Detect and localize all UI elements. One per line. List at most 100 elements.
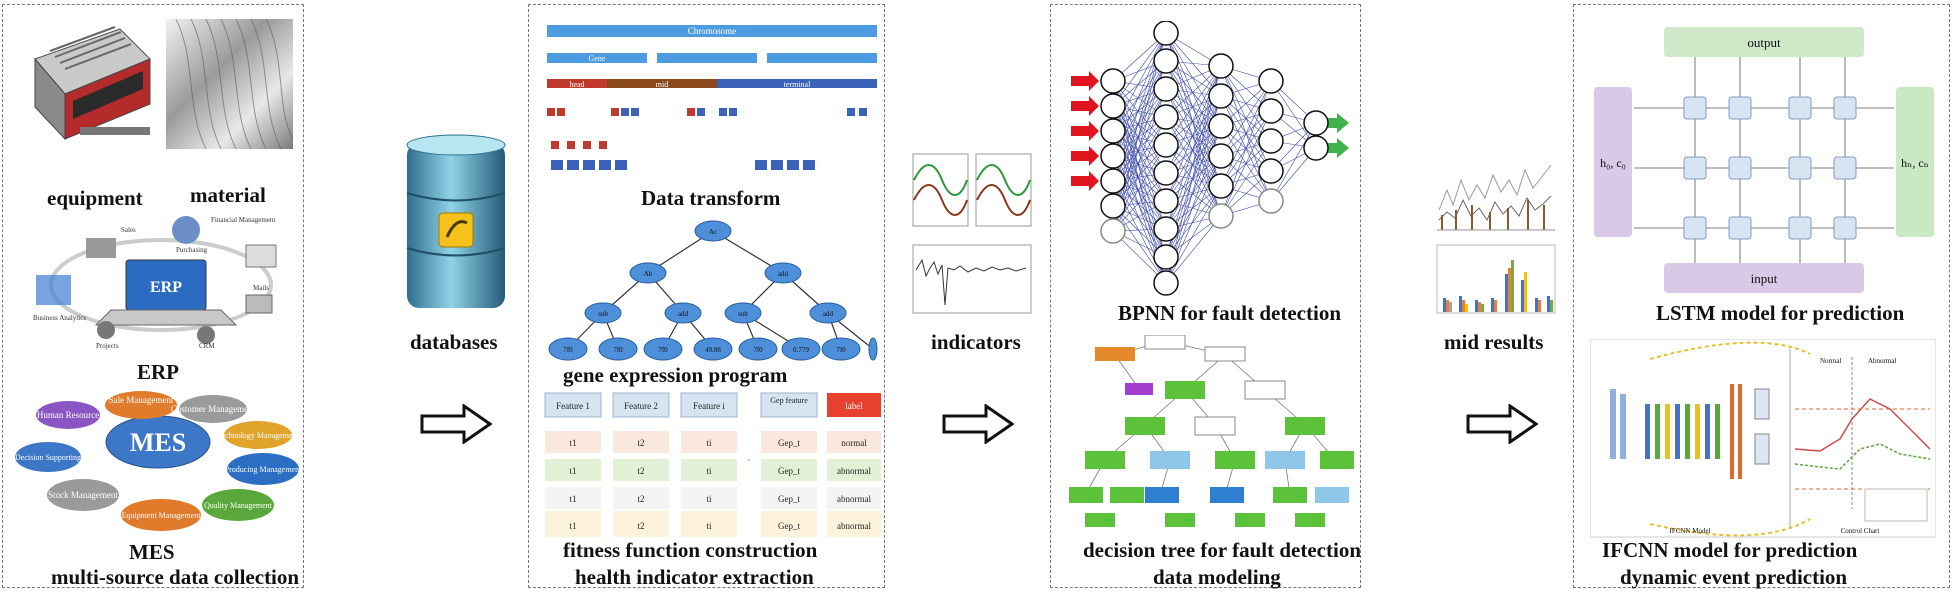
bpnn-edge xyxy=(1165,116,1222,187)
bpnn-node xyxy=(1100,218,1126,244)
mes-item-decision: Decision Supporting xyxy=(15,453,81,462)
flow-arrow-3 xyxy=(1466,404,1538,444)
tree-leaf-1: 7f0 xyxy=(613,346,623,354)
database-icon xyxy=(406,134,506,308)
lstm-hncn-text: hₙ, cₙ xyxy=(1901,156,1929,170)
chromosome-diagram: Chromosome Gene head mid terminal xyxy=(547,25,877,170)
tree-leaf-2: 7f0 xyxy=(658,346,668,354)
bpnn-edge xyxy=(1220,80,1272,157)
row-1-c2: ti xyxy=(706,466,712,476)
panel-data-collection: equipment material ERP Purchasing Financ… xyxy=(2,4,304,589)
bpnn-edge xyxy=(1165,185,1222,284)
panel1-caption: multi-source data collection xyxy=(51,565,300,589)
bpnn-edge xyxy=(1165,125,1222,202)
bpnn-node xyxy=(1208,173,1234,199)
panel-event-prediction: output input h₀, c₀ hₙ, cₙ LSTM model fo… xyxy=(1573,4,1950,589)
indicators-label: indicators xyxy=(931,330,1021,354)
erp-label: ERP xyxy=(137,360,179,384)
lstm-cell xyxy=(1788,216,1812,240)
row-1-c1: t2 xyxy=(637,466,644,476)
table-dots-col: · xyxy=(748,455,751,465)
head-text: head xyxy=(569,80,584,89)
lstm-h0c0-text: h₀, c₀ xyxy=(1600,156,1626,170)
chromosome-text: Chromosome xyxy=(688,26,737,36)
bpnn-edge xyxy=(1112,88,1167,157)
lstm-label: LSTM model for prediction xyxy=(1656,301,1905,325)
row-0-c1: t2 xyxy=(637,438,644,448)
bpnn-node xyxy=(1208,83,1234,109)
equipment-image xyxy=(34,26,151,141)
row-2-c1: t2 xyxy=(637,494,644,504)
row-0-c0: t1 xyxy=(569,438,576,448)
erp-item-purchasing: Purchasing xyxy=(176,246,208,254)
tree-leaf-4: 7f0 xyxy=(753,346,763,354)
ifcnn-diagram: Normal Abnormal IFCNN Model Control Char… xyxy=(1590,339,1936,538)
erp-center-text: ERP xyxy=(150,279,182,296)
bpnn-edge xyxy=(1165,60,1222,127)
bpnn-edge xyxy=(1112,105,1167,174)
bpnn-node xyxy=(1153,21,1179,46)
bpnn-node xyxy=(1303,110,1329,136)
bpnn-network xyxy=(1071,21,1349,296)
gene-text: Gene xyxy=(589,54,606,63)
bpnn-edge xyxy=(1165,95,1222,202)
bpnn-edge xyxy=(1112,172,1167,232)
lstm-cell xyxy=(1788,96,1812,120)
bpnn-node xyxy=(1153,216,1179,242)
lstm-cell xyxy=(1728,156,1752,180)
bpnn-edge xyxy=(1112,88,1167,182)
bpnn-node xyxy=(1100,68,1126,94)
bpnn-edge xyxy=(1112,80,1167,174)
bpnn-edge xyxy=(1165,116,1222,217)
table-header-2: Feature i xyxy=(693,401,725,411)
tree-node-l2-2: sub xyxy=(738,310,748,318)
bpnn-edge xyxy=(1220,80,1272,187)
bpnn-edge xyxy=(1165,155,1222,258)
mes-item-technology: Technology Management xyxy=(217,431,299,440)
panel2-caption: health indicator extraction xyxy=(575,565,814,589)
row-2-c4: abnormal xyxy=(837,494,871,504)
bpnn-node xyxy=(1100,143,1126,169)
gene-expression-label: gene expression program xyxy=(563,363,788,387)
bpnn-edge xyxy=(1165,95,1222,174)
row-3-c2: ti xyxy=(706,521,712,531)
lstm-cell xyxy=(1728,216,1752,240)
bpnn-node xyxy=(1100,118,1126,144)
bpnn-edge xyxy=(1165,60,1222,157)
mes-item-producing: Producing Management xyxy=(225,465,302,474)
bpnn-node xyxy=(1100,168,1126,194)
bpnn-edge xyxy=(1112,116,1167,207)
lstm-cell xyxy=(1728,96,1752,120)
bpnn-edge xyxy=(1112,144,1167,232)
table-header-4: label xyxy=(845,401,863,411)
bpnn-edge xyxy=(1112,80,1167,146)
data-transform-label: Data transform xyxy=(641,186,781,210)
bpnn-edge xyxy=(1165,185,1222,258)
decision-tree xyxy=(1069,335,1354,527)
bpnn-node xyxy=(1208,143,1234,169)
bpnn-edge xyxy=(1165,65,1222,174)
databases-label: databases xyxy=(410,330,498,354)
expression-tree: Ac Ab add sub add sub add 7f0 7f0 7f0 49… xyxy=(548,220,878,361)
tree-leaf-5: 0.779 xyxy=(793,346,809,354)
mid-results-label: mid results xyxy=(1444,330,1544,354)
ifcnn-model-text: IFCNN Model xyxy=(1669,527,1710,535)
bpnn-edge xyxy=(1165,88,1222,157)
row-2-c3: Gep_t xyxy=(778,494,800,504)
erp-item-crm: CRM xyxy=(199,342,215,350)
mes-item-stock: Stock Management xyxy=(48,490,118,500)
ifcnn-normal-text: Normal xyxy=(1820,357,1841,365)
bpnn-label: BPNN for fault detection xyxy=(1118,301,1341,325)
bpnn-edge xyxy=(1112,180,1167,258)
bpnn-node xyxy=(1153,244,1179,270)
erp-item-projects: Projects xyxy=(96,342,119,350)
tree-node-l1-0: Ab xyxy=(644,270,653,278)
table-header-3: Gep feature xyxy=(770,396,808,405)
bpnn-edge xyxy=(1112,144,1167,207)
row-3-c1: t2 xyxy=(637,521,644,531)
mid-results-charts xyxy=(1436,164,1556,314)
mes-item-equipment: Equipment Management xyxy=(122,511,202,520)
row-1-c4: abnormal xyxy=(837,466,871,476)
mes-diagram: MES Sale Management Customer Management … xyxy=(15,391,302,531)
bpnn-node xyxy=(1258,68,1284,94)
